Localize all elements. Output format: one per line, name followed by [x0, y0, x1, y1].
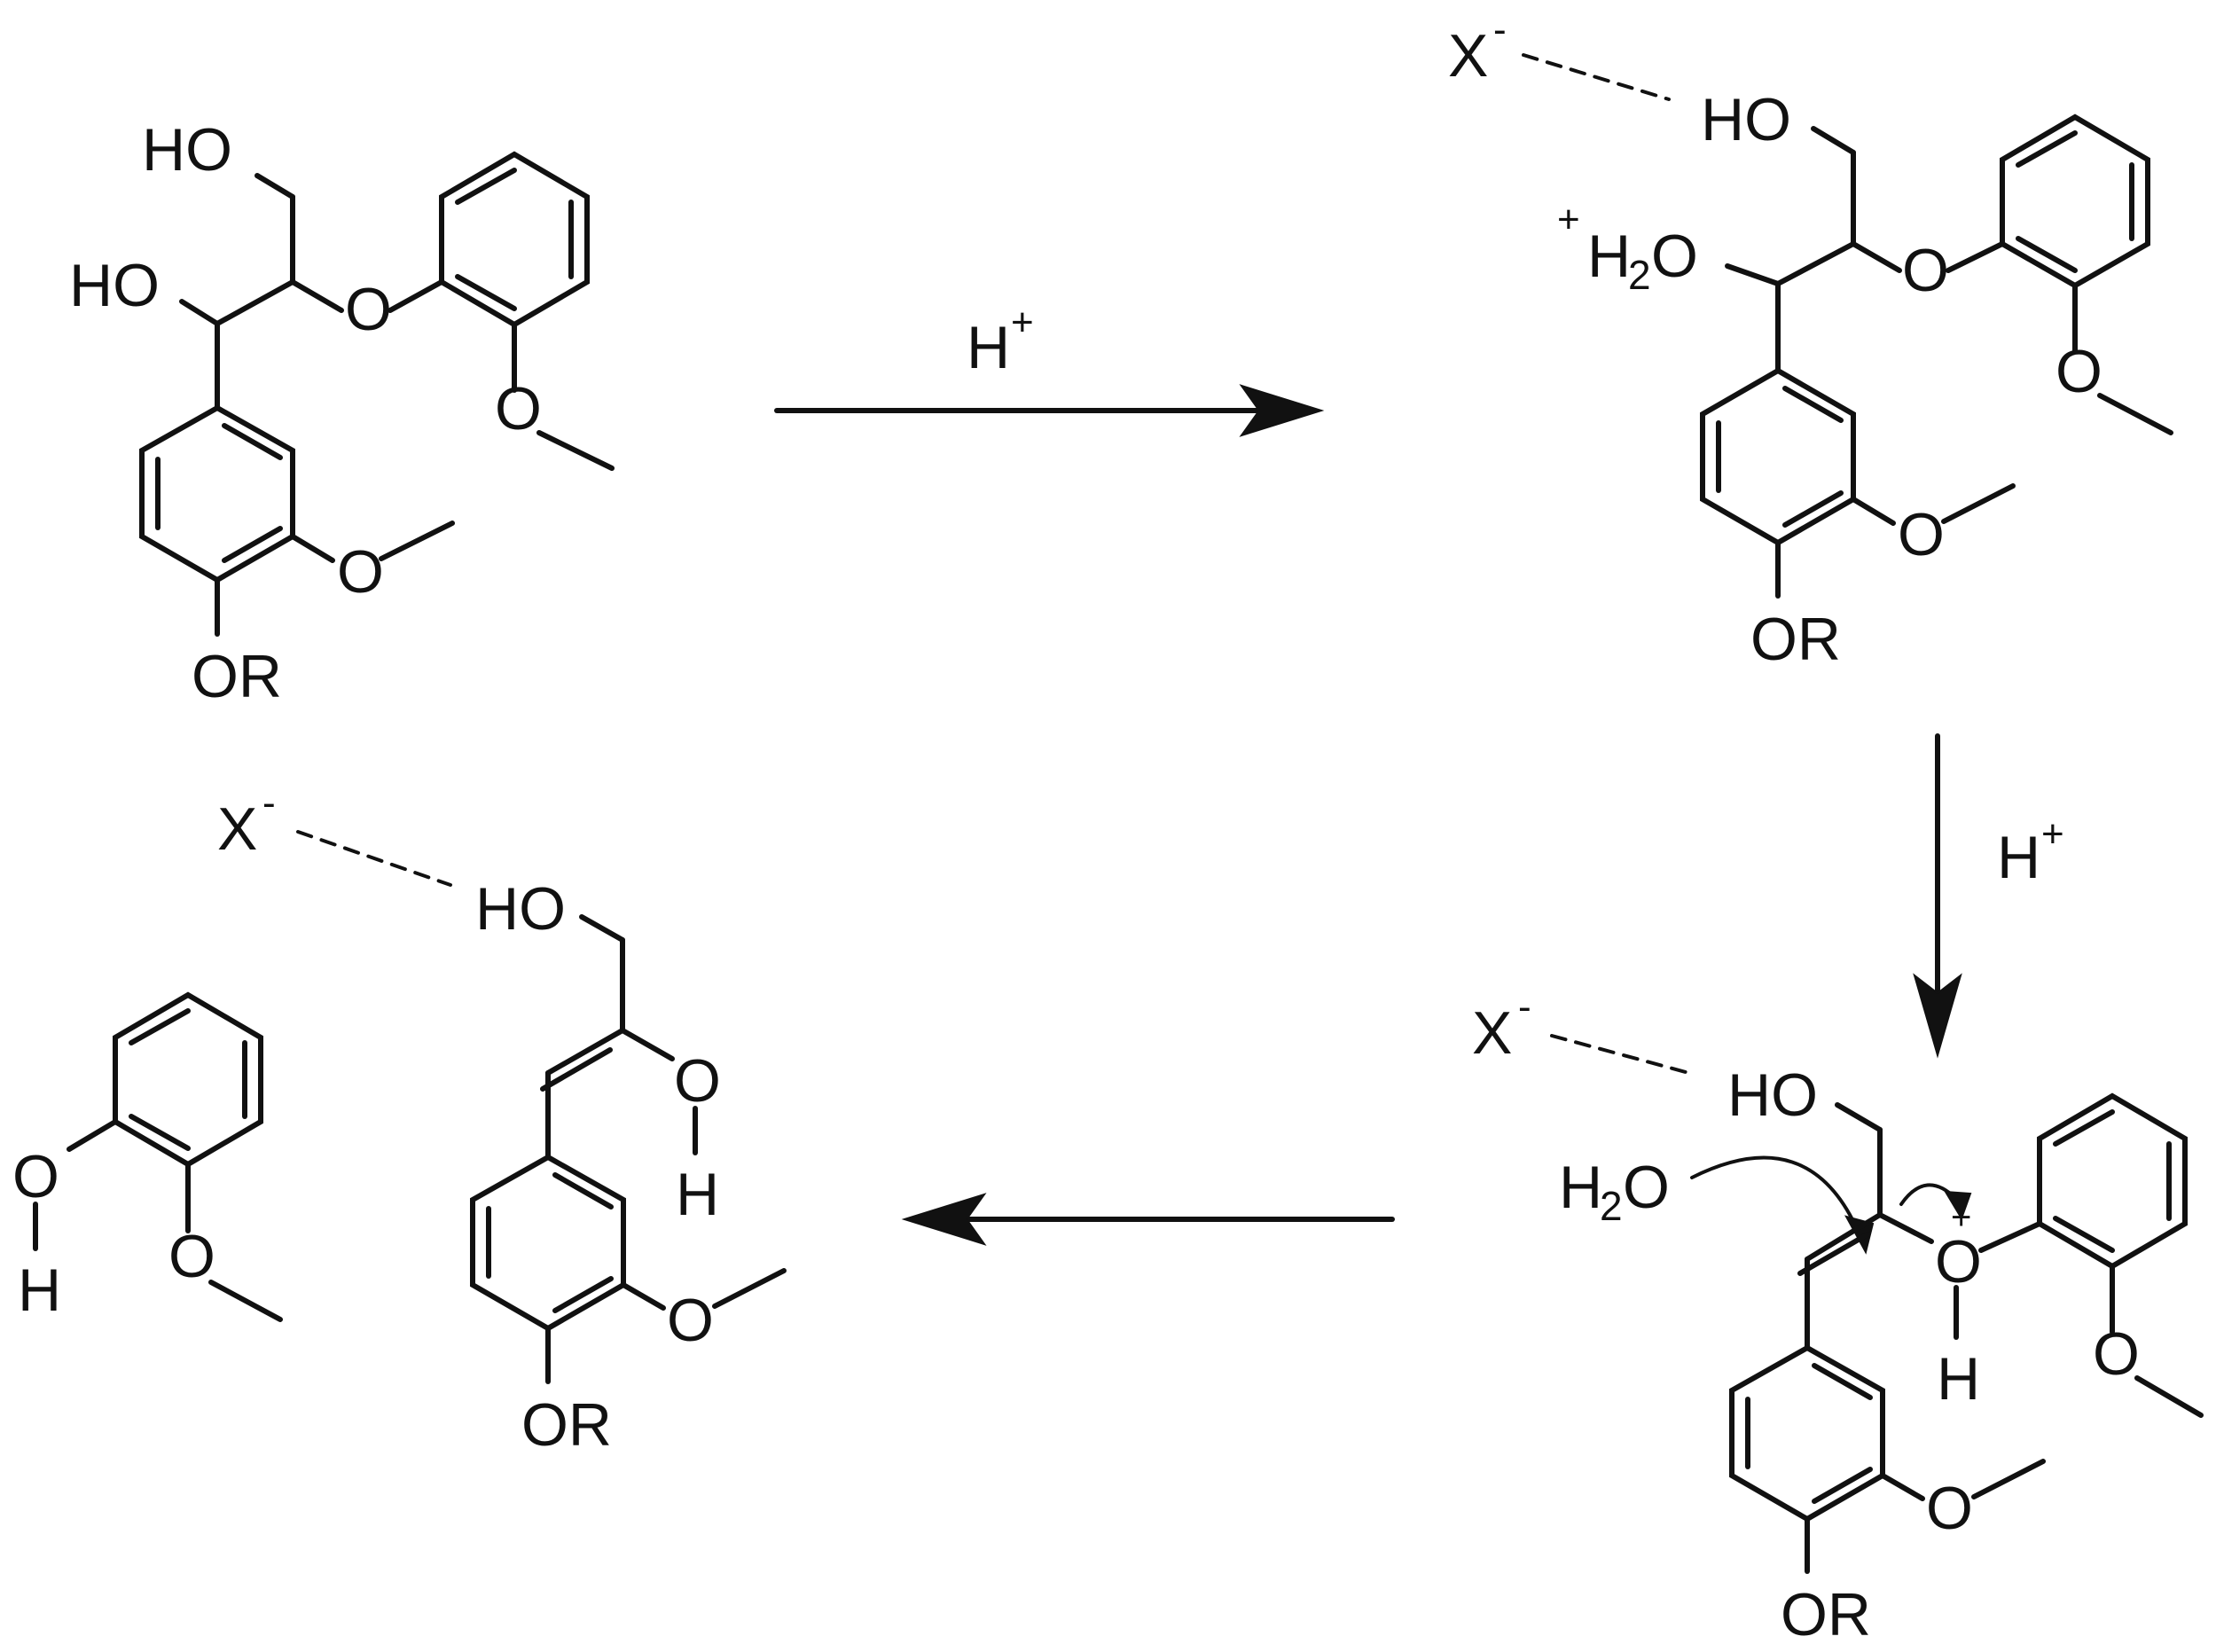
enol-ether-oxonium-intermediate: X - HO H 2 O + O H O O OR	[1472, 985, 2204, 1648]
methoxy-oxygen-label: O	[2055, 338, 2102, 405]
oxonium-hydrogen-label: H	[1937, 1345, 1980, 1413]
methoxy-oxygen-label: O	[495, 375, 542, 442]
or-label: OR	[192, 643, 282, 710]
counterion-label: X	[1472, 999, 1512, 1067]
methoxy-oxygen-label: O	[337, 538, 384, 606]
h2o-subscript: 2	[1628, 252, 1651, 298]
counterion-label: X	[1448, 22, 1488, 90]
reagent-charge: +	[1011, 301, 1034, 344]
counterion-charge: -	[1493, 8, 1507, 51]
water-label: H	[1559, 1154, 1602, 1221]
reaction-arrow-elimination: H +	[1913, 733, 2064, 1059]
reagent-label: H	[1997, 824, 2040, 891]
ch2oh-label: HO	[475, 875, 566, 943]
or-label: OR	[1781, 1581, 1871, 1648]
enol-oxygen-label: O	[674, 1047, 721, 1115]
or-label: OR	[521, 1391, 612, 1459]
methoxy-oxygen-label: O	[667, 1287, 714, 1354]
counterion-charge: -	[1518, 985, 1531, 1029]
counterion-label: X	[217, 795, 257, 863]
guaiacol-product: O H O	[12, 991, 283, 1324]
ch2oh-label: HO	[1727, 1061, 1818, 1129]
methoxy-oxygen-label: O	[1898, 501, 1945, 568]
water-oxygen-label: O	[1623, 1154, 1670, 1221]
h2o-oxygen-label: O	[1651, 223, 1698, 290]
counterion-charge: -	[262, 781, 276, 825]
oxonium-oxygen-label: O	[1935, 1228, 1982, 1296]
alpha-oh-label: HO	[69, 252, 160, 319]
enol-hydrogen-label: H	[676, 1161, 719, 1228]
reagent-label: H	[967, 314, 1010, 381]
ch2oh-label: HO	[142, 116, 232, 184]
phenol-hydrogen-label: H	[18, 1257, 61, 1324]
methoxy-oxygen-label: O	[168, 1223, 215, 1290]
water-subscript: 2	[1600, 1183, 1623, 1229]
ether-oxygen-label: O	[1902, 237, 1949, 304]
reaction-arrow-hydrolysis	[901, 1193, 1395, 1246]
h2o-label: H	[1587, 223, 1631, 290]
enol-product: X - HO O H O OR	[217, 781, 787, 1459]
starting-material: HO HO O O O OR	[69, 116, 615, 710]
methoxy-oxygen-label: O	[1926, 1475, 1973, 1542]
or-label: OR	[1750, 606, 1841, 673]
ether-oxygen-label: O	[345, 276, 392, 343]
reaction-arrow-protonation: H +	[774, 301, 1325, 437]
curved-arrow	[1690, 1155, 1860, 1234]
phenol-oxygen-label: O	[12, 1143, 59, 1210]
protonated-intermediate: X - HO + H 2 O O O O OR	[1448, 8, 2173, 673]
oxonium-charge: +	[1557, 198, 1580, 241]
ch2oh-label: HO	[1701, 86, 1791, 153]
oxonium-charge: +	[1951, 1198, 1971, 1237]
reagent-charge: +	[2041, 812, 2064, 856]
methoxy-oxygen-label: O	[2093, 1320, 2140, 1388]
